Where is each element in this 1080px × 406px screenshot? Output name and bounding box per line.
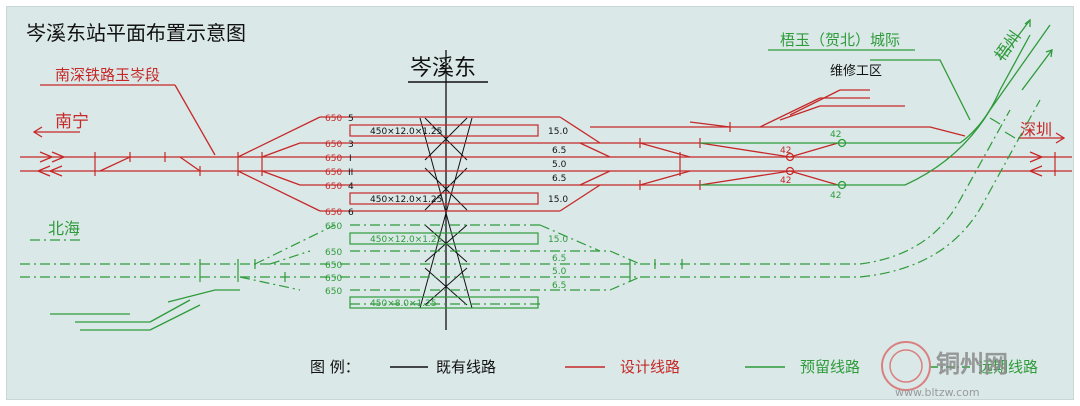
spacing-label: 15.0: [548, 195, 568, 205]
switch-number: 42: [780, 146, 791, 156]
spacing-label: 5.0: [552, 160, 567, 170]
track-length-label: 650: [325, 114, 342, 124]
design-tracks: [20, 84, 1072, 212]
diagram-title: 岑溪东站平面布置示意图: [26, 21, 246, 45]
wuzhou-label: 梧州: [991, 27, 1025, 64]
reserved-solid-tracks: [50, 18, 1053, 331]
watermark-url: www.bltzw.com: [895, 386, 980, 399]
platform-dimension: 450×8.0×1.25: [370, 299, 437, 309]
spacing-label: 15.0: [548, 127, 568, 137]
upper-spacing-labels: 15.0 6.5 5.0 6.5 15.0: [548, 127, 568, 205]
platform-dimension: 450×12.0×1.25: [370, 127, 442, 137]
platform-dimension: 450×12.0×1.25: [370, 195, 442, 205]
nanshen-line-label: 南深铁路玉岑段: [55, 66, 160, 84]
track-length-label: 650: [325, 168, 342, 178]
track-length-label: 650: [325, 154, 342, 164]
track-length-label: 650: [325, 248, 342, 258]
track-number-label: 3: [348, 140, 354, 150]
reserved-platforms: [349, 232, 539, 309]
nanning-label: 南宁: [55, 112, 89, 132]
track-length-label: 650: [325, 182, 342, 192]
watermark-logo-icon: [881, 341, 931, 391]
track-length-label: 650: [325, 222, 342, 232]
design-platforms: [349, 124, 539, 205]
upper-track-labels: 650 650 650 650 650 650 5 3 I II 4 6: [325, 114, 354, 218]
track-length-label: 650: [325, 208, 342, 218]
shenzhen-label: 深圳: [1020, 120, 1052, 139]
reserved-tracks: [20, 99, 1041, 305]
legend-title: 图 例：: [310, 358, 360, 376]
spacing-label: 15.0: [548, 235, 568, 245]
wuyu-line-label: 梧玉（贺北）城际: [780, 31, 900, 49]
legend-existing-label: 既有线路: [436, 358, 496, 376]
legend-distant-label: 远期线路: [978, 358, 1038, 376]
direction-arrows: [32, 126, 1066, 177]
spacing-label: 6.5: [552, 146, 566, 156]
track-number-label: 4: [348, 182, 354, 192]
track-length-label: 650: [325, 287, 342, 297]
track-number-label: II: [348, 168, 353, 178]
lower-track-labels: 650 650 650 650 650: [325, 222, 342, 297]
track-length-label: 650: [325, 140, 342, 150]
track-number-label: I: [349, 154, 352, 164]
legend-reserved-label: 预留线路: [800, 358, 860, 376]
spacing-label: 6.5: [552, 174, 566, 184]
design-signals: [785, 142, 839, 186]
watermark-name: 铜州网: [936, 350, 1008, 378]
watermark-logo-ring: [889, 349, 923, 383]
spacing-label: 6.5: [552, 281, 566, 291]
station-name: 岑溪东: [410, 56, 476, 81]
watermark: 铜州网 www.bltzw.com: [881, 341, 1008, 399]
track-number-label: 6: [348, 208, 354, 218]
switch-number: 42: [830, 130, 841, 140]
platform-dimension: 450×12.0×1.25: [370, 235, 442, 245]
legend-design-label: 设计线路: [620, 358, 680, 376]
track-number-label: 5: [348, 114, 354, 124]
beihai-label: 北海: [48, 219, 80, 238]
track-length-label: 650: [325, 274, 342, 284]
spacing-label: 6.5: [552, 254, 566, 264]
diagram-frame: [6, 6, 1074, 400]
lower-spacing-labels: 15.0 6.5 5.0 6.5: [548, 235, 568, 291]
spacing-label: 5.0: [552, 267, 567, 277]
switch-number: 42: [830, 191, 841, 201]
track-length-label: 650: [325, 261, 342, 271]
depot-label: 维修工区: [830, 64, 882, 79]
legend: 图 例： 既有线路 设计线路 预留线路 远期线路: [310, 358, 1038, 376]
reserved-insulation-joints: [199, 117, 1016, 282]
switch-number: 42: [780, 176, 791, 186]
